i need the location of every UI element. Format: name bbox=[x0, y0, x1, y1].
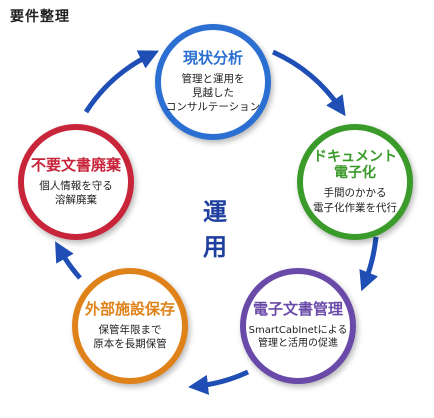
arrow-analysis-to-digitization bbox=[271, 49, 346, 117]
node-document-digitization: ドキュメント 電子化 手間のかかる 電子化作業を代行 bbox=[297, 124, 413, 240]
arrow-digitization-to-management bbox=[359, 236, 379, 292]
node-title: 電子文書管理 bbox=[252, 300, 343, 319]
node-title: 外部施設保存 bbox=[84, 299, 175, 318]
node-document-disposal: 不要文書廃棄 個人情報を守る 溶解廃棄 bbox=[18, 124, 134, 240]
center-label: 運 用 bbox=[203, 198, 241, 261]
node-current-analysis: 現状分析 管理と運用を 見越した コンサルテーション bbox=[155, 24, 271, 140]
arrow-management-to-storage bbox=[188, 369, 250, 395]
node-description: 保管年限まで 原本を長期保管 bbox=[93, 323, 167, 351]
node-title: 現状分析 bbox=[182, 48, 243, 67]
node-title: ドキュメント 電子化 bbox=[313, 149, 397, 182]
node-electronic-document-management: 電子文書管理 SmartCabInetによる 管理と活用の促進 bbox=[240, 268, 356, 384]
page-title: 要件整理 bbox=[10, 9, 70, 25]
node-description: SmartCabInetによる 管理と活用の促進 bbox=[248, 324, 348, 350]
node-title: 不要文書廃棄 bbox=[30, 155, 121, 174]
node-description: 個人情報を守る 溶解廃棄 bbox=[39, 179, 113, 207]
arrow-disposal-to-analysis bbox=[83, 50, 159, 114]
arrow-storage-to-disposal bbox=[55, 241, 82, 280]
node-description: 管理と運用を 見越した コンサルテーション bbox=[165, 72, 261, 114]
node-description: 手間のかかる 電子化作業を代行 bbox=[313, 187, 397, 214]
node-external-storage: 外部施設保存 保管年限まで 原本を長期保管 bbox=[72, 268, 188, 384]
